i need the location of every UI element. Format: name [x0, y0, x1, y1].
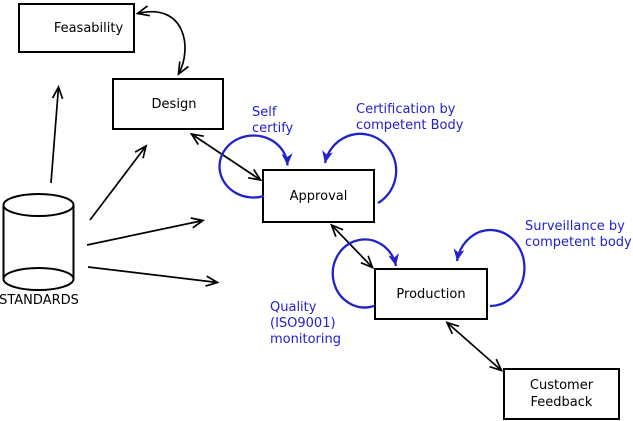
arrow-design-approval	[189, 132, 263, 182]
node-customer-feedback	[503, 368, 620, 420]
arrow-standards-approval	[86, 217, 206, 246]
arrow-production-customer-feedback	[445, 321, 504, 372]
standards-cylinder	[2, 193, 75, 291]
loop-surveillance	[453, 228, 526, 308]
node-feasability	[18, 3, 135, 53]
arrow-standards-production	[87, 266, 220, 287]
arrow-standards-feasability	[50, 84, 64, 184]
loop-certification	[322, 132, 398, 204]
arrow-feasability-design	[135, 5, 189, 76]
loop-quality-monitoring	[331, 238, 399, 309]
node-production	[374, 268, 488, 320]
node-approval	[262, 169, 375, 223]
node-design	[112, 78, 224, 130]
arrow-approval-production	[330, 223, 374, 270]
arrow-standards-design	[89, 144, 148, 221]
loop-self-certify	[218, 134, 293, 199]
